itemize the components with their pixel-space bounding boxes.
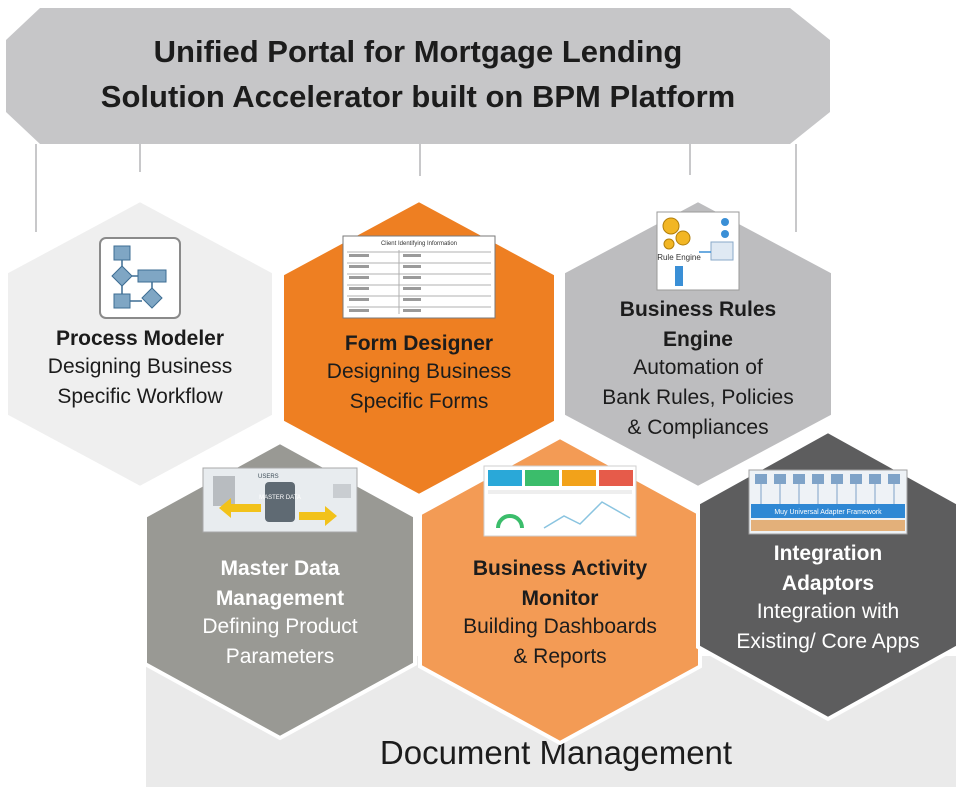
- rule-engine-caption: Rule Engine: [657, 253, 701, 262]
- hex-shape-business-rules-engine: [561, 197, 835, 491]
- hex-description-master-data-management-line-2: Parameters: [226, 645, 335, 668]
- adapter-framework-icon: Muy Universal Adapter Framework: [748, 469, 908, 535]
- hex-integration-adaptors: Muy Universal Adapter FrameworkIntegrati…: [696, 428, 956, 722]
- hex-description-business-activity-monitor-line-2: & Reports: [513, 645, 606, 668]
- hex-description-integration-adaptors-line-1: Integration with: [757, 600, 899, 623]
- hex-shape-process-modeler: [4, 197, 276, 491]
- hex-description-process-modeler-line-2: Specific Workflow: [57, 385, 223, 408]
- hex-description-master-data-management-line-1: Defining Product: [202, 615, 357, 638]
- rule-engine-icon: Rule Engine: [656, 211, 740, 291]
- master-data-caption: MASTER DATA: [259, 495, 301, 501]
- hex-description-business-rules-engine-line-2: Bank Rules, Policies: [602, 386, 793, 409]
- hex-description-form-designer-line-1: Designing Business: [327, 360, 511, 383]
- hex-title-process-modeler: Process Modeler: [56, 327, 224, 350]
- master-data-icon: MASTER DATA USERS: [202, 467, 358, 533]
- form-thumbnail-icon: Client Identifying Information: [342, 235, 496, 319]
- hex-description-business-rules-engine-line-3: & Compliances: [627, 416, 768, 439]
- hex-title-master-data-management-line-2: Management: [216, 587, 344, 610]
- hex-description-form-designer-line-2: Specific Forms: [350, 390, 489, 413]
- hex-description-process-modeler-line-1: Designing Business: [48, 355, 232, 378]
- hex-description-business-activity-monitor-line-1: Building Dashboards: [463, 615, 657, 638]
- connector-lines: [35, 144, 797, 232]
- header-banner: [6, 8, 830, 144]
- header-title-line-1: Unified Portal for Mortgage Lending: [154, 34, 683, 69]
- header-title-line-2: Solution Accelerator built on BPM Platfo…: [101, 79, 735, 114]
- hex-title-business-rules-engine-line-1: Business Rules: [620, 298, 776, 321]
- hex-title-integration-adaptors-line-2: Adaptors: [782, 572, 874, 595]
- hex-description-business-rules-engine-line-1: Automation of: [633, 356, 763, 379]
- hex-title-form-designer: Form Designer: [345, 332, 493, 355]
- hex-master-data-management: MASTER DATA USERS Master DataManagementDef…: [143, 439, 417, 741]
- hex-title-integration-adaptors-line-1: Integration: [774, 542, 883, 565]
- hex-description-integration-adaptors-line-2: Existing/ Core Apps: [736, 630, 919, 653]
- dashboard-icon: [483, 465, 637, 537]
- form-icon-caption: Client Identifying Information: [381, 241, 457, 247]
- users-caption: USERS: [258, 474, 279, 480]
- hex-title-master-data-management-line-1: Master Data: [220, 557, 339, 580]
- hex-title-business-activity-monitor-line-2: Monitor: [522, 587, 599, 610]
- hex-title-business-activity-monitor-line-1: Business Activity: [473, 557, 648, 580]
- hex-title-business-rules-engine-line-2: Engine: [663, 328, 733, 351]
- flowchart-icon: [99, 237, 181, 319]
- adapter-framework-caption: Muy Universal Adapter Framework: [774, 509, 882, 516]
